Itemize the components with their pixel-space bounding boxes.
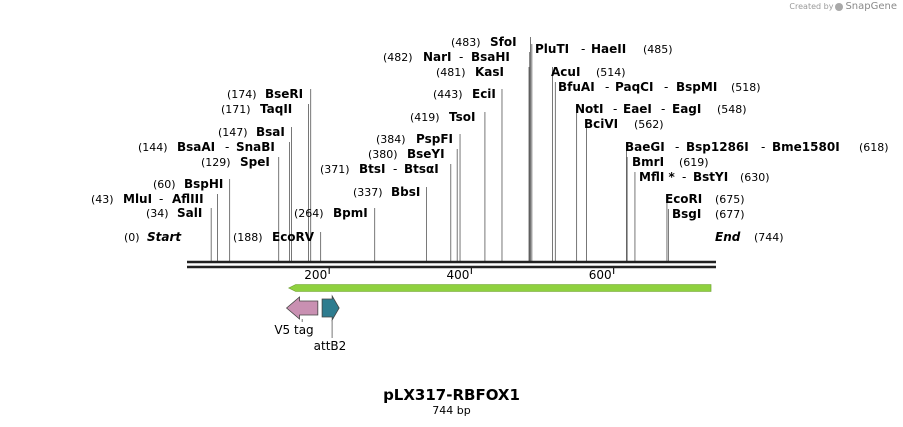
site-kasi[interactable]: (481)KasI (436, 65, 504, 79)
restriction-site-labels: (0)Start (34)SalI (43)MluI-AflIII (60)Bs… (91, 35, 889, 244)
site-sali[interactable]: (34)SalI (146, 206, 202, 220)
site-bsgi[interactable]: BsgI(677) (672, 207, 745, 221)
orf-arrow-body[interactable] (288, 284, 712, 292)
site-bfuai-paqci-bspmi[interactable]: BfuAI-PaqCI-BspMI(518) (558, 80, 761, 94)
attb2-label[interactable]: attB2 (314, 339, 347, 353)
site-acui[interactable]: AcuI(514) (551, 65, 626, 79)
site-btsi-btsai[interactable]: (371)BtsI-BtsαI (320, 162, 439, 176)
created-by-label: Created by (789, 2, 834, 11)
branding: Created by SnapGene (789, 1, 897, 12)
v5-tag-feature-arrow[interactable] (285, 296, 319, 320)
site-baegi-bsp1286i-bme1580i[interactable]: BaeGI-Bsp1286I-Bme1580I(618) (625, 140, 889, 154)
site-bpmi[interactable]: (264)BpmI (294, 206, 368, 220)
site-ecori[interactable]: EcoRI(675) (665, 192, 745, 206)
site-leader-lines (210, 37, 669, 261)
feature-track: V5 tag attB2 (274, 294, 347, 353)
v5-tag-label[interactable]: V5 tag (274, 323, 313, 337)
site-spei[interactable]: (129)SpeI (201, 155, 270, 169)
site-noti-eaei-eagi[interactable]: NotI-EaeI-EagI(548) (575, 102, 747, 116)
site-sfoi[interactable]: (483)SfoI (451, 35, 517, 49)
site-bsphi[interactable]: (60)BspHI (153, 177, 223, 191)
site-nari-bsahi[interactable]: (482)NarI-BsaHI (383, 50, 510, 64)
site-pluti-haeii[interactable]: PluTI-HaeII(485) (535, 42, 673, 56)
site-bsaai-snabi[interactable]: (144)BsaAI-SnaBI (138, 140, 275, 154)
site-ecorv[interactable]: (188)EcoRV (233, 230, 315, 244)
site-bmri[interactable]: BmrI(619) (632, 155, 709, 169)
site-bseyi[interactable]: (380)BseYI (368, 147, 445, 161)
snapgene-logo-icon (835, 2, 844, 11)
site-bsai[interactable]: (147)BsaI (218, 125, 285, 139)
map-length: 744 bp (432, 404, 471, 417)
map-title: pLX317-RBFOX1 (383, 386, 520, 404)
brand-name: SnapGene (845, 1, 897, 12)
site-bbsi[interactable]: (337)BbsI (353, 185, 420, 199)
site-mfli-bstyi[interactable]: MflI *-BstYI(630) (639, 170, 770, 184)
ruler-tick-label-400: 400 (447, 268, 470, 282)
ruler-tick-label-600: 600 (589, 268, 612, 282)
site-end: End(744) (715, 230, 784, 244)
ruler-tick-label-200: 200 (304, 268, 327, 282)
site-bseri[interactable]: (174)BseRI (227, 87, 303, 101)
site-taqii[interactable]: (171)TaqII (221, 102, 292, 116)
site-pspfi[interactable]: (384)PspFI (376, 132, 453, 146)
site-tsoi[interactable]: (419)TsoI (410, 110, 475, 124)
ruler: 200 400 600 (304, 267, 615, 282)
orf-arrow[interactable] (288, 284, 712, 292)
site-start: (0)Start (124, 230, 182, 244)
site-mlui-afliii[interactable]: (43)MluI-AflIII (91, 192, 204, 206)
site-ecii[interactable]: (443)EciI (433, 87, 496, 101)
attb2-feature-arrow[interactable] (321, 294, 340, 322)
site-bcivi[interactable]: BciVI(562) (584, 117, 664, 131)
